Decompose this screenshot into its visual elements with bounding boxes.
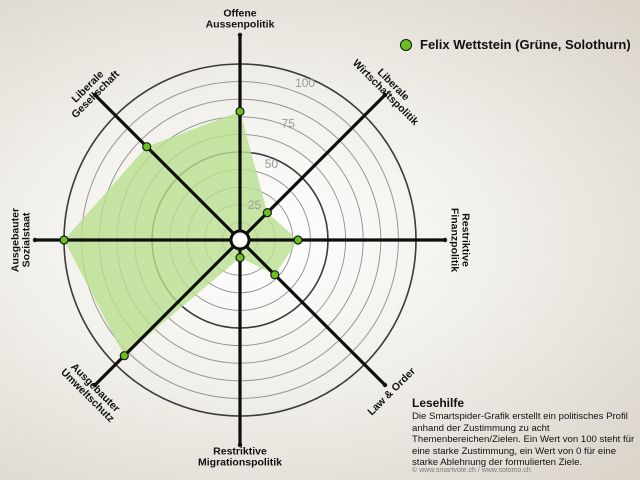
axis-end-dot xyxy=(92,92,98,98)
data-point xyxy=(270,270,280,280)
reading-help: Lesehilfe Die Smartspider-Grafik erstell… xyxy=(412,396,637,469)
axis-line xyxy=(93,93,242,242)
axis-label-line: Finanzpolitik xyxy=(449,208,461,272)
chart-data-area xyxy=(64,111,299,356)
axis-line xyxy=(238,238,387,387)
axis-end-dot xyxy=(237,32,243,38)
tick-label: 75 xyxy=(282,117,296,131)
data-point xyxy=(235,253,245,263)
tick-label: 50 xyxy=(265,157,279,171)
tick-label: 25 xyxy=(248,198,262,212)
data-point xyxy=(293,235,303,245)
axis-label-line: Ausgebauter xyxy=(10,208,22,272)
data-point xyxy=(235,106,245,117)
data-point xyxy=(262,208,272,218)
data-point xyxy=(59,235,69,245)
tick-label: 100 xyxy=(295,76,315,90)
axis-label-line: Restriktive xyxy=(460,213,472,267)
data-point xyxy=(119,351,129,361)
series-area xyxy=(64,111,299,356)
legend-label: Felix Wettstein (Grüne, Solothurn) xyxy=(420,37,631,52)
chart-data-points xyxy=(59,106,303,361)
axis-end-dot xyxy=(382,382,388,388)
reading-help-title: Lesehilfe xyxy=(412,396,465,410)
data-point xyxy=(142,142,152,152)
axis-label-line: Offene xyxy=(223,8,256,20)
legend-marker-icon xyxy=(400,38,412,51)
axis-line xyxy=(238,93,387,242)
axis-end-dot xyxy=(92,382,98,388)
axis-end-dot xyxy=(382,92,388,98)
chart-tick-labels: 25 50 75 100 xyxy=(248,76,316,212)
chart-axes xyxy=(32,32,448,448)
axis-end-dot xyxy=(32,237,38,243)
axis-label-line: Aussenpolitik xyxy=(206,19,275,31)
axis-label-line: Sozialstaat xyxy=(21,212,33,267)
axis-label-line: Restriktive xyxy=(213,446,267,458)
axis-end-dot xyxy=(442,237,448,243)
axis-line xyxy=(93,238,242,387)
copyright-notice: © www.smartvote.ch / www.sotomo.ch xyxy=(412,467,531,474)
axis-label-line: Migrationspolitik xyxy=(198,457,282,469)
axis-end-dot xyxy=(237,442,243,448)
chart-center-hub xyxy=(229,229,251,251)
reading-help-text: Die Smartspider-Grafik erstellt ein poli… xyxy=(412,411,635,469)
chart-legend: Felix Wettstein (Grüne, Solothurn) xyxy=(400,37,631,52)
